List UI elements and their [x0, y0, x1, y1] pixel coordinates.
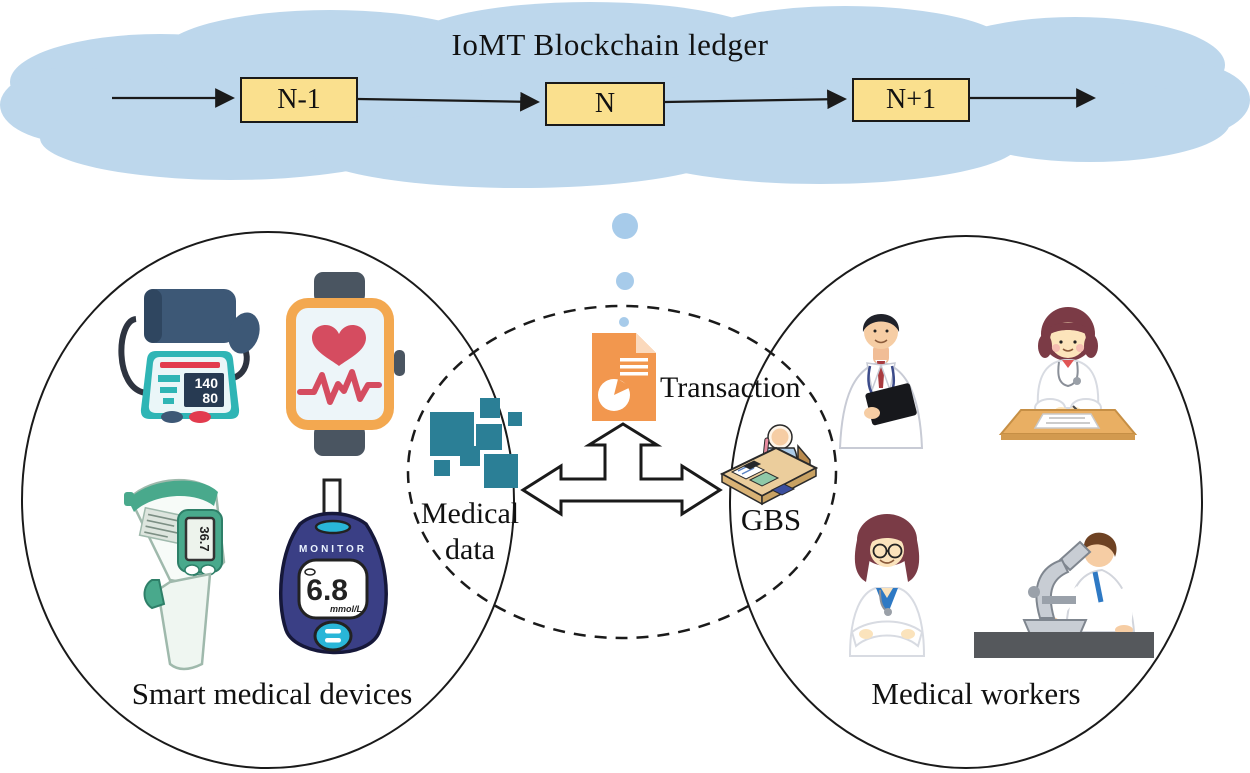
female-nurse-icon	[836, 506, 938, 658]
blood-pressure-monitor-icon: 140 80	[108, 283, 268, 428]
cloud-dots	[612, 213, 638, 327]
glucose-meter-icon: MONITOR 6.8 mmol/L	[272, 478, 397, 668]
chain-arrows	[112, 88, 1096, 112]
gbs-label: GBS	[740, 502, 802, 537]
female-doctor-desk-icon	[993, 302, 1143, 447]
medical-data-label: Medical data	[408, 496, 532, 568]
thermometer-reading: 36.7	[197, 526, 212, 551]
medical-workers-group-label: Medical workers	[871, 676, 1081, 711]
ecg-line	[297, 369, 382, 405]
heart-icon	[312, 324, 366, 366]
bp-diastolic-value: 80	[202, 390, 218, 406]
glucose-reading: 6.8	[306, 574, 348, 607]
exchange-arrow	[520, 422, 723, 517]
block-n-minus-1-label: N-1	[277, 84, 321, 115]
medical-data-icon	[424, 398, 524, 493]
smartwatch-icon	[272, 272, 407, 457]
block-n-plus-1-label: N+1	[885, 84, 936, 115]
transaction-document-icon	[592, 333, 656, 421]
block-n-label: N	[594, 88, 616, 119]
smart-devices-group-label: Smart medical devices	[131, 676, 413, 711]
transaction-label: Transaction	[660, 371, 801, 404]
block-n-plus-1: N+1	[852, 78, 970, 122]
glucose-unit: mmol/L	[330, 604, 362, 614]
medical-data-label-line1: Medical	[420, 497, 520, 530]
bp-systolic-value: 140	[195, 375, 219, 391]
cloud-title: IoMT Blockchain ledger	[451, 27, 769, 62]
glucose-brand: MONITOR	[299, 544, 367, 555]
hub-dashed-circle	[406, 304, 838, 640]
block-n-minus-1: N-1	[240, 77, 358, 123]
microscope-scientist-icon	[968, 520, 1160, 662]
medical-data-label-line2: data	[445, 533, 495, 566]
block-n: N	[545, 82, 665, 126]
gbs-desk-icon	[720, 422, 818, 510]
thermometer-gun-icon: 36.7	[112, 468, 242, 673]
chain-arrow-n-minus-1-to-n	[357, 91, 540, 112]
male-doctor-icon	[820, 300, 942, 450]
medical-workers-ellipse	[729, 235, 1203, 769]
smart-devices-ellipse	[21, 231, 515, 769]
chain-arrow-n-to-n-plus-1	[664, 89, 847, 110]
